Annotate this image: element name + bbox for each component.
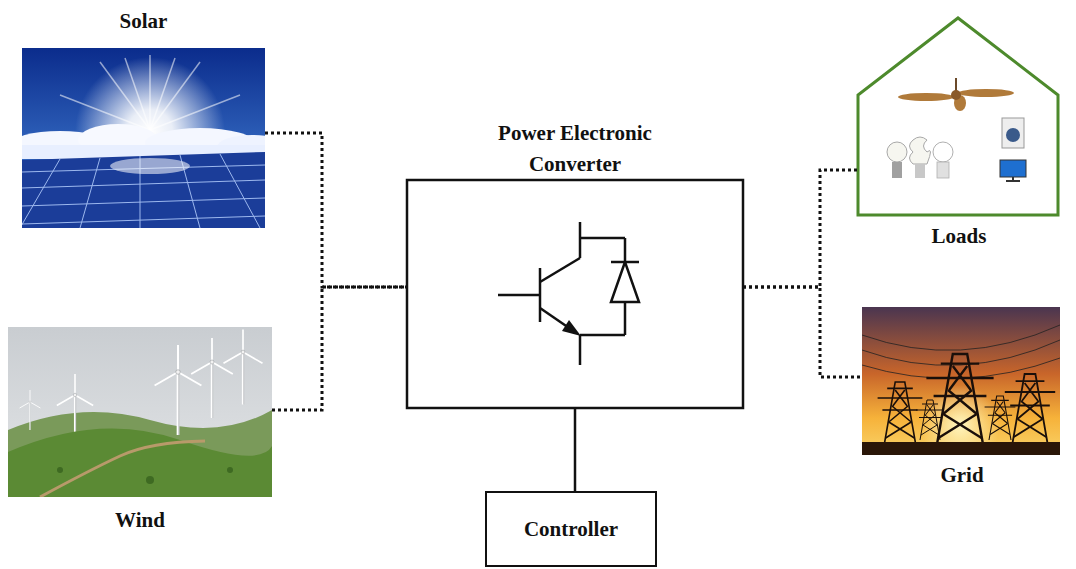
grid-source: Grid (862, 307, 1062, 488)
node-label: Solar (120, 8, 168, 34)
igbt-diode-symbol (498, 222, 639, 365)
node-label: Grid (940, 462, 983, 488)
light-bulb-icons (887, 137, 953, 178)
solar-photo (22, 48, 265, 228)
node-label: Controller (524, 516, 618, 542)
converter-block: Power Electronic Converter (407, 118, 743, 408)
solar-source: Solar (22, 8, 265, 228)
node-label: Wind (115, 507, 165, 533)
controller-box: Controller (485, 491, 657, 567)
power-link (265, 133, 407, 287)
television-icon (1000, 160, 1026, 181)
grid-photo (862, 307, 1060, 455)
emitter-arrowhead (562, 320, 581, 336)
wind-photo (8, 327, 272, 497)
loads-house: Loads (858, 16, 1060, 249)
power-link (743, 287, 862, 377)
control-link (574, 408, 577, 491)
house-outline (858, 18, 1058, 215)
node-label: Power Electronic Converter (470, 118, 680, 180)
washing-machine-icon (1002, 118, 1024, 148)
ceiling-fan-icon (898, 78, 1014, 111)
converter-outline (407, 180, 743, 408)
power-link (272, 287, 407, 410)
node-label: Loads (932, 223, 987, 249)
wind-source: Wind (8, 327, 272, 533)
power-link (743, 170, 858, 287)
